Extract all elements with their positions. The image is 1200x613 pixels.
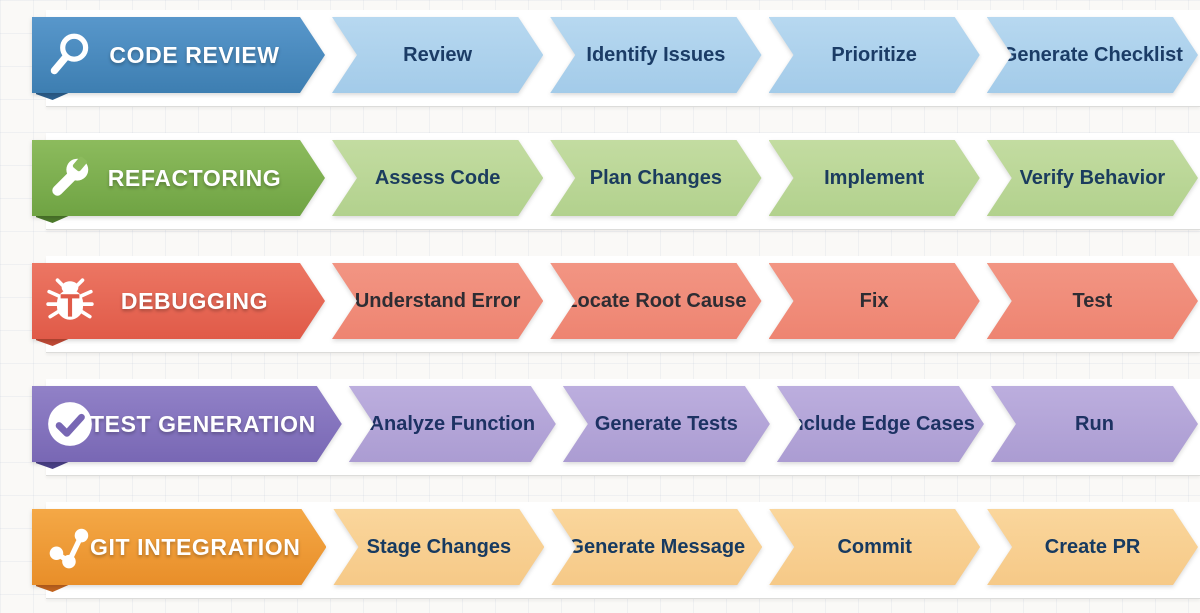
step-chevron: Assess Code (332, 140, 543, 216)
step-label: Generate Checklist (1001, 43, 1183, 66)
step-chevron: Plan Changes (550, 140, 761, 216)
step-chevron: Fix (769, 263, 980, 339)
step-label: Locate Root Cause (565, 289, 747, 312)
workflow-row-refactoring: REFACTORING Assess Code Plan Changes Implem… (0, 133, 1200, 230)
step-chevron: Generate Tests (563, 386, 770, 462)
workflow-header-git-integration: GIT INTEGRATION (32, 509, 326, 585)
step-chevron: Include Edge Cases (777, 386, 984, 462)
workflow-header-test-generation: TEST GENERATION (32, 386, 342, 462)
workflow-bar: TEST GENERATION Analyze Function Generate … (32, 386, 1198, 462)
git-branch-icon (45, 522, 95, 572)
wrench-icon (45, 153, 95, 203)
step-label: Run (1075, 412, 1114, 435)
step-label: Stage Changes (366, 535, 512, 558)
step-label: Test (1072, 289, 1113, 312)
step-chevron: Verify Behavior (987, 140, 1198, 216)
step-label: Prioritize (831, 43, 917, 66)
step-label: Analyze Function (369, 412, 536, 435)
step-chevron: Test (987, 263, 1198, 339)
step-label: Identify Issues (586, 43, 726, 66)
workflow-title: CODE REVIEW (109, 41, 280, 68)
step-chevron: Run (991, 386, 1198, 462)
workflow-header-debugging: DEBUGGING (32, 263, 325, 339)
step-chevron: Stage Changes (333, 509, 544, 585)
step-chevron: Create PR (987, 509, 1198, 585)
step-label: Include Edge Cases (785, 412, 975, 435)
step-chevron: Generate Message (551, 509, 762, 585)
step-label: Verify Behavior (1019, 166, 1166, 189)
step-label: Create PR (1044, 535, 1141, 558)
step-chevron: Identify Issues (550, 17, 761, 93)
step-label: Review (403, 43, 473, 66)
workflow-row-test-generation: TEST GENERATION Analyze Function Generate … (0, 379, 1200, 476)
workflow-bar: REFACTORING Assess Code Plan Changes Implem… (32, 140, 1198, 216)
step-label: Assess Code (374, 166, 501, 189)
workflow-bar: DEBUGGING Understand Error Locate Root Cau… (32, 263, 1198, 339)
bug-icon (45, 276, 95, 326)
step-label: Fix (859, 289, 889, 312)
step-label: Commit (837, 535, 912, 558)
step-label: Understand Error (354, 289, 521, 312)
step-chevron: Generate Checklist (987, 17, 1198, 93)
step-chevron: Understand Error (332, 263, 543, 339)
workflow-title: REFACTORING (107, 164, 282, 191)
magnifier-icon (45, 30, 95, 80)
workflow-bar: GIT INTEGRATION Stage Changes Generate Mes… (32, 509, 1198, 585)
step-chevron: Implement (769, 140, 980, 216)
step-chevron: Prioritize (769, 17, 980, 93)
step-chevron: Analyze Function (349, 386, 556, 462)
workflow-bar: CODE REVIEW Review Identify Issues Prioriti… (32, 17, 1198, 93)
check-circle-icon (45, 399, 95, 449)
workflow-header-refactoring: REFACTORING (32, 140, 325, 216)
workflow-row-debugging: DEBUGGING Understand Error Locate Root Cau… (0, 256, 1200, 353)
step-label: Generate Message (568, 535, 746, 558)
step-label: Plan Changes (589, 166, 722, 189)
step-label: Implement (824, 166, 925, 189)
workflow-row-git-integration: GIT INTEGRATION Stage Changes Generate Mes… (0, 502, 1200, 599)
step-chevron: Review (332, 17, 543, 93)
step-chevron: Locate Root Cause (550, 263, 761, 339)
step-chevron: Commit (769, 509, 980, 585)
workflow-title: GIT INTEGRATION (90, 533, 301, 560)
workflow-title: TEST GENERATION (90, 410, 316, 437)
workflow-row-code-review: CODE REVIEW Review Identify Issues Prioriti… (0, 10, 1200, 107)
workflow-title: DEBUGGING (120, 287, 269, 314)
step-label: Generate Tests (594, 412, 738, 435)
workflow-header-code-review: CODE REVIEW (32, 17, 325, 93)
